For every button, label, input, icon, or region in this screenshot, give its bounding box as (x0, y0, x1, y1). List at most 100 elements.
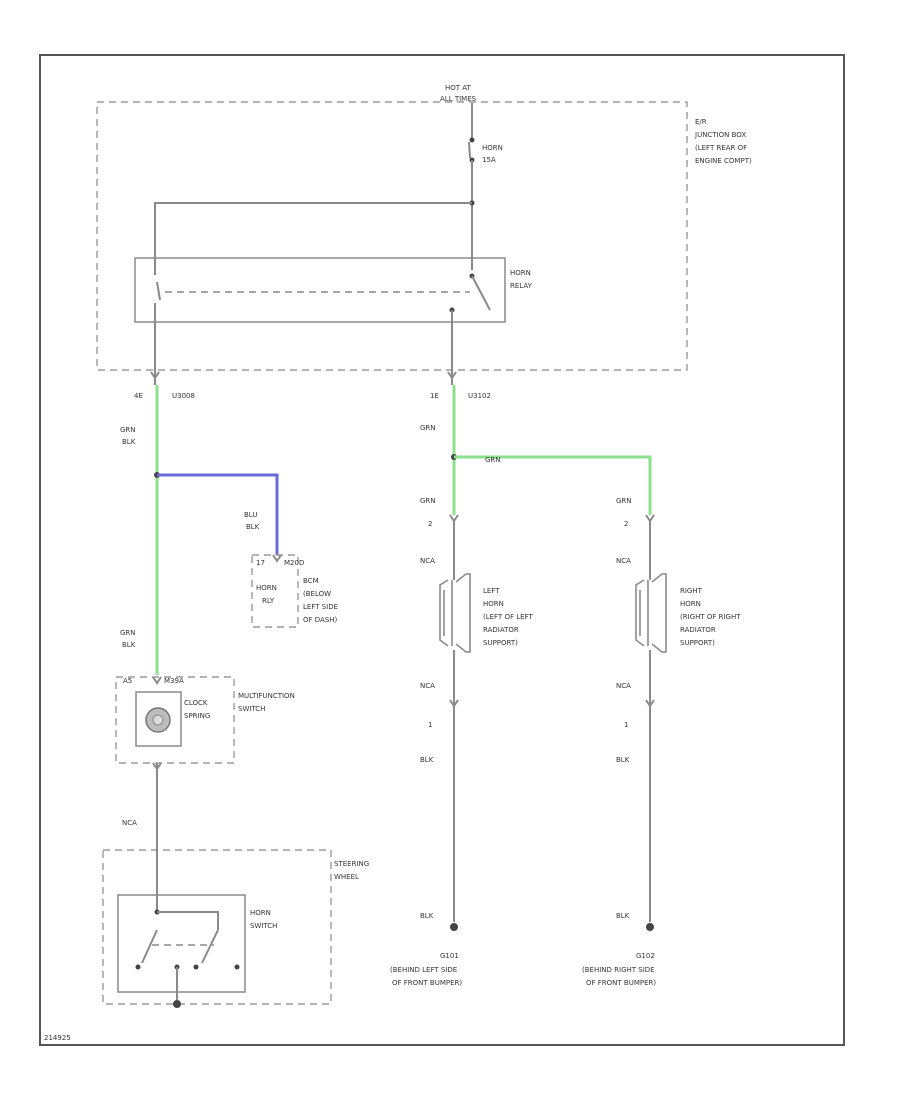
wire-color-nca-rr1: NCA (616, 557, 631, 565)
left-horn-location-2: RADIATOR (483, 626, 519, 634)
horn-switch-terminal-4 (234, 964, 240, 970)
right-horn-location-2: RADIATOR (680, 626, 716, 634)
bcm-location-2: LEFT SIDE (303, 603, 338, 611)
wire-color-blu: BLU (244, 511, 257, 519)
right-horn-pin-top: 2 (624, 520, 628, 528)
right-horn-pin-bottom: 1 (624, 721, 628, 729)
left-relay-connector: U3008 (172, 392, 195, 400)
wire-color-nca-rr2: NCA (616, 682, 631, 690)
wire-color-blk-2: BLK (122, 641, 136, 649)
wire-color-grn-2: GRN (120, 629, 136, 637)
wire-color-nca-l2: NCA (420, 682, 435, 690)
fuse-terminal-top (469, 137, 475, 143)
horn-switch-feed (157, 911, 219, 930)
fuse-rating: 15A (482, 156, 496, 164)
right-ground-code: G102 (636, 952, 655, 960)
bcm-location-3: OF DASH) (303, 616, 338, 624)
left-ground-code: G101 (440, 952, 459, 960)
junction-box-code: E/R (695, 118, 707, 126)
bcm-connector: M20D (284, 559, 304, 567)
diagram-reference-code: 214925 (44, 1034, 71, 1042)
horn-switch-label-2: SWITCH (250, 922, 277, 930)
wire-color-blk-blu: BLK (246, 523, 260, 531)
multifunction-switch-label-2: SWITCH (238, 705, 265, 713)
grn-wire-right-horn (454, 455, 652, 515)
left-horn-location: (LEFT OF LEFT (483, 613, 533, 621)
fuse-link (468, 141, 471, 159)
multifunction-switch-label: MULTIFUNCTION (238, 692, 295, 700)
steering-wheel-outline (102, 849, 332, 1005)
junction-box-label: JUNCTION BOX (694, 131, 746, 139)
right-horn-label-2: HORN (680, 600, 701, 608)
right-ground-location-2: OF FRONT BUMPER) (586, 979, 656, 987)
junction-box-outline (96, 101, 688, 371)
left-horn-label: LEFT (483, 587, 500, 595)
hot-at-label-2: ALL TIMES (440, 95, 477, 103)
blu-blk-wire (157, 473, 279, 555)
right-ground-location: (BEHIND RIGHT SIDE (582, 966, 655, 974)
wire-color-grn-r4: GRN (616, 497, 632, 505)
multifunction-bottom-connector-symbol (152, 762, 162, 771)
right-ground-icon (646, 923, 654, 931)
clock-spring-label-2: SPRING (184, 712, 210, 720)
right-relay-pin: 1E (430, 392, 439, 400)
horn-switch-terminal-1 (135, 964, 141, 970)
left-ground-location: (BEHIND LEFT SIDE (390, 966, 457, 974)
right-horn-location-3: SUPPORT) (680, 639, 715, 647)
steering-wheel-label: STEERING (334, 860, 369, 868)
horn-relay-label: HORN (510, 269, 531, 277)
steering-ground-icon (173, 1000, 181, 1008)
multifunction-switch-outline (115, 676, 235, 764)
wire-color-blk-rr1: BLK (616, 756, 630, 764)
right-horn-connector-symbol (645, 514, 655, 523)
wire-color-grn-r3: GRN (420, 497, 436, 505)
clock-spring-icon-inner (152, 714, 164, 726)
left-horn-pin-top: 2 (428, 520, 432, 528)
right-horn-icon (635, 573, 667, 653)
right-relay-connector: U3102 (468, 392, 491, 400)
left-horn-connector-symbol (449, 514, 459, 523)
wire-color-blk-l2: BLK (420, 912, 434, 920)
multifunction-connector: M39A (164, 677, 184, 685)
horn-switch-contact-left (141, 929, 158, 964)
relay-coil-feed-wire (154, 202, 472, 260)
relay-coil-left-break (156, 281, 161, 301)
wire-color-blk-1: BLK (122, 438, 136, 446)
wire-color-nca-l1: NCA (420, 557, 435, 565)
left-horn-pin-bottom: 1 (428, 721, 432, 729)
left-horn-bottom-connector-symbol (449, 699, 459, 708)
clock-spring-box (135, 691, 182, 747)
horn-relay-label-2: RELAY (510, 282, 533, 290)
right-horn-label: RIGHT (680, 587, 703, 595)
wire-color-grn-1: GRN (120, 426, 136, 434)
bcm-name: BCM (303, 577, 319, 585)
bcm-horn-label: HORN (256, 584, 277, 592)
left-horn-icon (439, 573, 471, 653)
fuse-name: HORN (482, 144, 503, 152)
multifunction-pin: A5 (123, 677, 132, 685)
bcm-rly-label: RLY (262, 597, 275, 605)
bcm-location: (BELOW (303, 590, 331, 598)
junction-box-location-2: ENGINE COMPT) (695, 157, 752, 165)
wire-color-grn-r2: GRN (485, 456, 501, 464)
bcm-connector-symbol (272, 554, 282, 563)
hot-at-label: HOT AT (445, 84, 472, 92)
right-horn-bottom-connector-symbol (645, 699, 655, 708)
horn-switch-contact-right (201, 929, 219, 964)
horn-switch-box (117, 894, 246, 993)
diagram-frame (39, 54, 845, 1046)
wire-color-nca-1: NCA (122, 819, 137, 827)
left-horn-location-3: SUPPORT) (483, 639, 518, 647)
left-ground-location-2: OF FRONT BUMPER) (392, 979, 462, 987)
relay-contact-arm (471, 275, 491, 311)
horn-switch-label: HORN (250, 909, 271, 917)
left-ground-icon (450, 923, 458, 931)
wire-color-blk-l1: BLK (420, 756, 434, 764)
left-relay-pin: 4E (134, 392, 143, 400)
steering-wheel-label-2: WHEEL (334, 873, 359, 881)
multifunction-connector-symbol (152, 676, 162, 685)
left-horn-label-2: HORN (483, 600, 504, 608)
wire-color-grn-r1: GRN (420, 424, 436, 432)
wire-color-blk-rr2: BLK (616, 912, 630, 920)
